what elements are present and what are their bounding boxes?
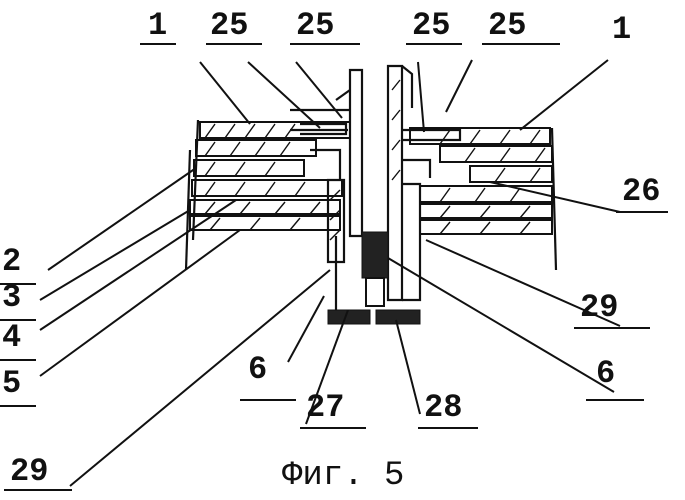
label-2: 2: [2, 243, 21, 280]
figure-caption: Фиг. 5: [282, 457, 404, 495]
label-25-b: 25: [296, 7, 334, 44]
label-1-right: 1: [612, 11, 631, 48]
label-26: 26: [622, 173, 660, 210]
label-28: 28: [424, 389, 462, 426]
label-25-a: 25: [210, 7, 248, 44]
label-29-right: 29: [580, 289, 618, 326]
label-27: 27: [306, 389, 344, 426]
left-layer-stack: [186, 120, 350, 270]
right-layer-stack: [410, 128, 556, 270]
label-1-left: 1: [148, 7, 167, 44]
label-5: 5: [2, 365, 21, 402]
label-4: 4: [2, 319, 21, 356]
bottom-base-plates: [328, 310, 420, 324]
label-25-c: 25: [412, 7, 450, 44]
label-6-right: 6: [596, 355, 615, 392]
label-25-d: 25: [488, 7, 526, 44]
label-6-left: 6: [248, 351, 267, 388]
center-plug: [362, 232, 388, 306]
label-29-left: 29: [10, 453, 48, 490]
